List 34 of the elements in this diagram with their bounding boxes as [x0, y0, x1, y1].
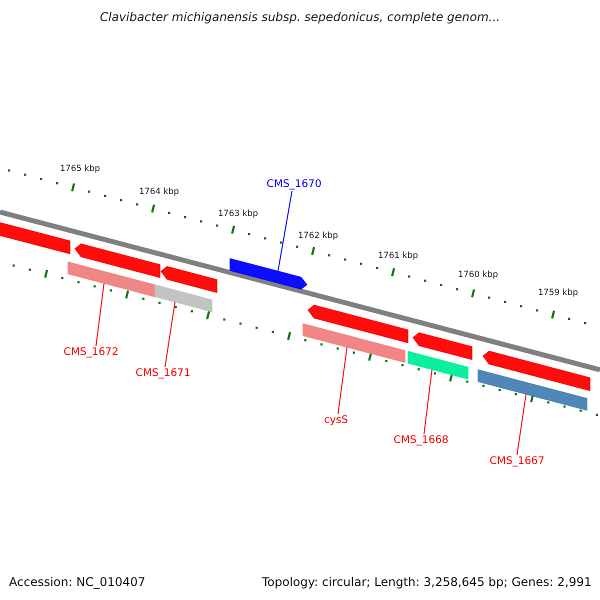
map-title: Clavibacter michiganensis subsp. sepedonicus, complete genom...: [100, 10, 500, 24]
feature-bar: [482, 350, 590, 392]
leader-line: [424, 369, 432, 434]
feature-bar: [154, 284, 212, 312]
leader-line: [338, 346, 348, 414]
gene-label: CMS_1671: [135, 367, 191, 380]
feature-bar: [412, 332, 472, 360]
scale-label: 1761 kbp: [378, 251, 418, 262]
scale-label: 1759 kbp: [538, 288, 578, 298]
gene-label: CMS_1672: [63, 346, 119, 359]
feature-bar: [160, 266, 218, 293]
accession-text: Accession: NC_010407: [9, 575, 146, 590]
gene-label: cysS: [324, 414, 348, 427]
genome-info-text: Topology: circular; Length: 3,258,645 bp; Genes: 2,991: [262, 575, 592, 590]
gene-label: CMS_1670: [266, 178, 322, 191]
scale-label: 1765 kbp: [60, 164, 100, 174]
gene-label: CMS_1668: [393, 434, 449, 447]
scale-label: 1762 kbp: [298, 231, 338, 242]
scale-label: 1760 kbp: [458, 270, 498, 280]
leader-line: [164, 302, 176, 368]
gene-label: CMS_1667: [489, 455, 545, 468]
feature-bar: [478, 369, 588, 411]
leader-line: [516, 394, 526, 456]
feature-bar: [74, 243, 160, 278]
feature-bar: [230, 258, 308, 290]
feature-bar: [68, 262, 156, 298]
feature-bar: [308, 304, 408, 344]
feature-bar: [408, 350, 468, 380]
scale-label: 1764 kbp: [139, 187, 180, 198]
leader-line: [96, 282, 104, 346]
feature-bar: [302, 323, 406, 363]
scale-label: 1763 kbp: [218, 209, 258, 220]
feature-bar: [0, 220, 70, 254]
leader-line: [278, 190, 292, 272]
